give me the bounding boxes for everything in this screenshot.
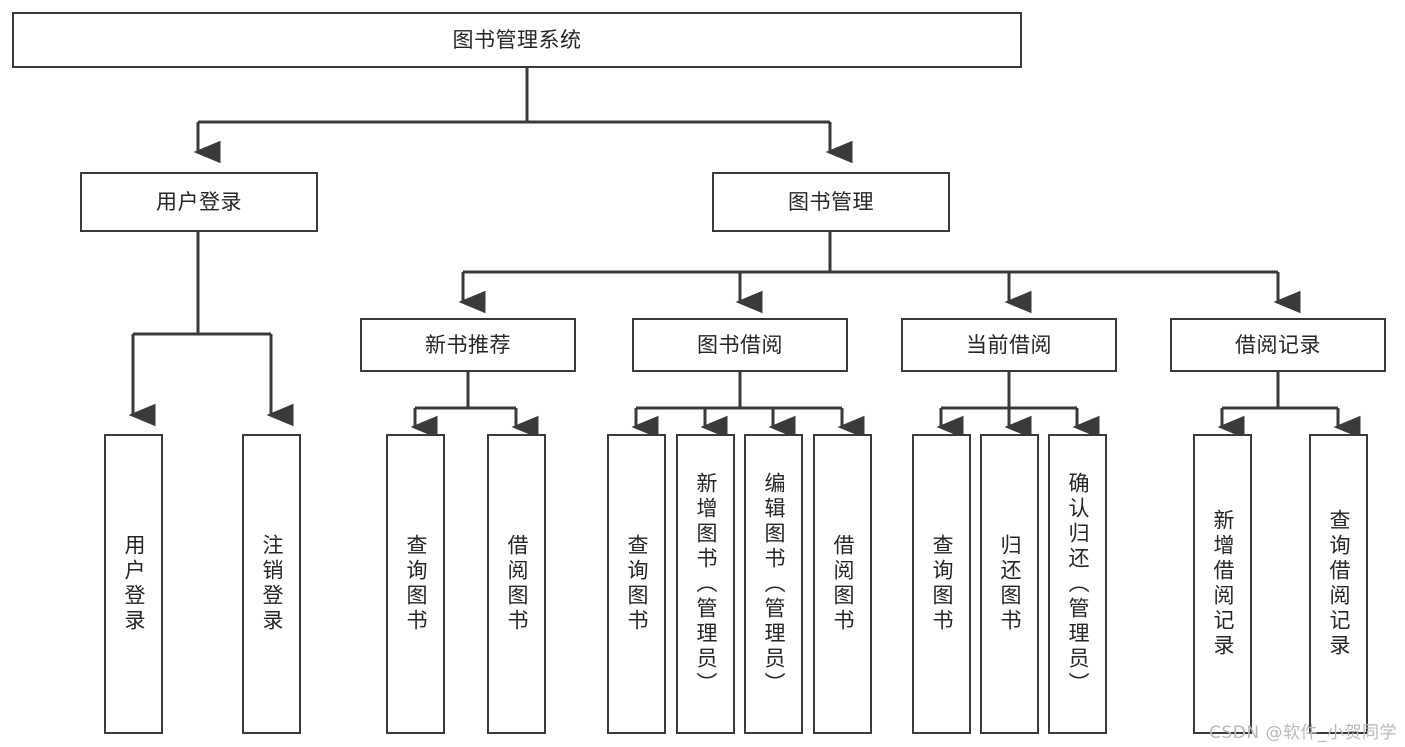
node-leaf-return-book-label: 归还图书 <box>998 534 1022 634</box>
node-new-book-recommend[interactable]: 新书推荐 <box>360 318 576 372</box>
node-leaf-query-book-2-label: 查询图书 <box>625 534 649 634</box>
node-leaf-confirm-return-label: 确认归还（管理员） <box>1066 471 1090 697</box>
node-leaf-query-book-2[interactable]: 查询图书 <box>607 434 666 734</box>
node-leaf-return-book[interactable]: 归还图书 <box>980 434 1039 734</box>
node-leaf-borrow-book-2-label: 借阅图书 <box>831 534 855 634</box>
node-borrow-record[interactable]: 借阅记录 <box>1170 318 1386 372</box>
node-book-manage[interactable]: 图书管理 <box>712 172 950 232</box>
node-current-borrow-label: 当前借阅 <box>966 332 1052 357</box>
node-leaf-logout-login-label: 注销登录 <box>260 534 284 634</box>
node-book-manage-label: 图书管理 <box>788 189 874 214</box>
node-root-label: 图书管理系统 <box>452 27 582 52</box>
node-leaf-logout-login[interactable]: 注销登录 <box>242 434 301 734</box>
node-leaf-add-book[interactable]: 新增图书（管理员） <box>676 434 735 734</box>
node-leaf-query-record-label: 查询借阅记录 <box>1327 509 1351 659</box>
node-leaf-borrow-book-2[interactable]: 借阅图书 <box>813 434 872 734</box>
node-user-login[interactable]: 用户登录 <box>80 172 318 232</box>
node-leaf-add-book-label: 新增图书（管理员） <box>694 471 718 697</box>
node-new-book-recommend-label: 新书推荐 <box>425 332 511 357</box>
node-current-borrow[interactable]: 当前借阅 <box>901 318 1117 372</box>
node-leaf-user-login-label: 用户登录 <box>122 534 146 634</box>
node-leaf-confirm-return[interactable]: 确认归还（管理员） <box>1048 434 1107 734</box>
node-leaf-borrow-book-1[interactable]: 借阅图书 <box>487 434 546 734</box>
node-leaf-edit-book[interactable]: 编辑图书（管理员） <box>744 434 803 734</box>
node-leaf-edit-book-label: 编辑图书（管理员） <box>762 471 786 697</box>
node-leaf-query-book-1-label: 查询图书 <box>404 534 428 634</box>
node-leaf-query-book-3[interactable]: 查询图书 <box>912 434 971 734</box>
node-borrow-record-label: 借阅记录 <box>1235 332 1321 357</box>
node-root-system[interactable]: 图书管理系统 <box>12 12 1022 68</box>
node-leaf-add-record-label: 新增借阅记录 <box>1211 509 1235 659</box>
node-leaf-query-book-3-label: 查询图书 <box>930 534 954 634</box>
node-leaf-query-record[interactable]: 查询借阅记录 <box>1309 434 1368 734</box>
node-user-login-label: 用户登录 <box>156 189 242 214</box>
node-leaf-add-record[interactable]: 新增借阅记录 <box>1193 434 1252 734</box>
node-leaf-borrow-book-1-label: 借阅图书 <box>505 534 529 634</box>
node-book-borrow-label: 图书借阅 <box>697 332 783 357</box>
node-book-borrow[interactable]: 图书借阅 <box>632 318 848 372</box>
node-leaf-query-book-1[interactable]: 查询图书 <box>386 434 445 734</box>
node-leaf-user-login[interactable]: 用户登录 <box>104 434 163 734</box>
watermark-text: CSDN @软件_小贺同学 <box>1209 723 1397 743</box>
